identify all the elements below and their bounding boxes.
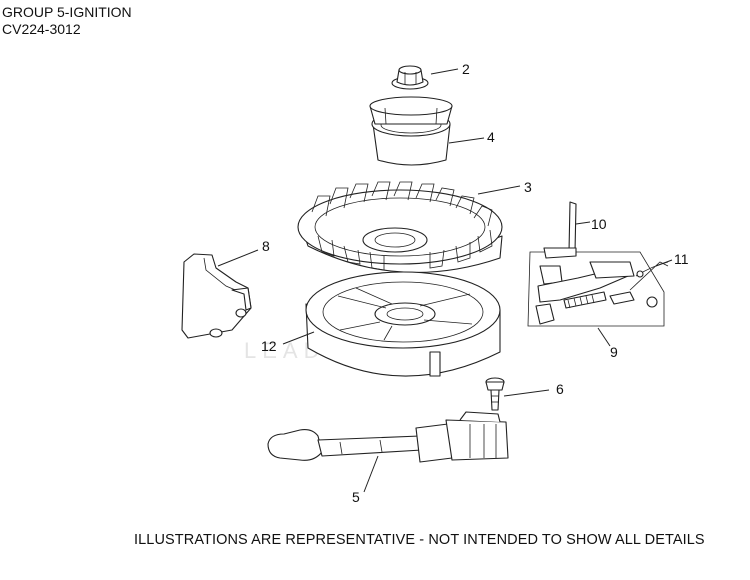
callout-9-leader bbox=[597, 327, 611, 347]
callout-6: 6 bbox=[556, 381, 564, 397]
page-title: GROUP 5-IGNITION bbox=[2, 4, 132, 20]
callout-12: 12 bbox=[261, 338, 277, 354]
part-8-air-baffle bbox=[181, 253, 252, 339]
part-2-flywheel-nut bbox=[391, 65, 429, 90]
callout-2: 2 bbox=[462, 61, 470, 77]
callout-5-leader bbox=[363, 455, 379, 493]
callout-10: 10 bbox=[591, 216, 607, 232]
callout-2-leader bbox=[430, 68, 459, 75]
callout-5: 5 bbox=[352, 489, 360, 505]
callout-9: 9 bbox=[610, 344, 618, 360]
callout-8-leader bbox=[217, 249, 259, 267]
callout-3-leader bbox=[477, 185, 521, 195]
part-3-flywheel bbox=[297, 181, 503, 273]
callout-6-leader bbox=[503, 389, 550, 397]
callout-11-leader bbox=[655, 259, 673, 267]
callout-11: 11 bbox=[674, 251, 689, 267]
part-4-starter-cup bbox=[369, 96, 453, 166]
part-12-ring-housing bbox=[305, 271, 501, 377]
part-6-screw bbox=[485, 377, 505, 411]
part-5-ignition-module bbox=[267, 411, 509, 463]
callout-10-leader bbox=[575, 221, 591, 225]
callout-4: 4 bbox=[487, 129, 495, 145]
callout-3: 3 bbox=[524, 179, 532, 195]
callout-12-leader bbox=[282, 331, 315, 345]
callout-4-leader bbox=[448, 137, 485, 144]
model-number: CV224-3012 bbox=[2, 21, 81, 37]
disclaimer-text: ILLUSTRATIONS ARE REPRESENTATIVE - NOT I… bbox=[134, 532, 705, 548]
part-9-bracket-assembly bbox=[527, 251, 669, 327]
callout-8: 8 bbox=[262, 238, 270, 254]
part-10-switch-tab bbox=[543, 201, 577, 259]
